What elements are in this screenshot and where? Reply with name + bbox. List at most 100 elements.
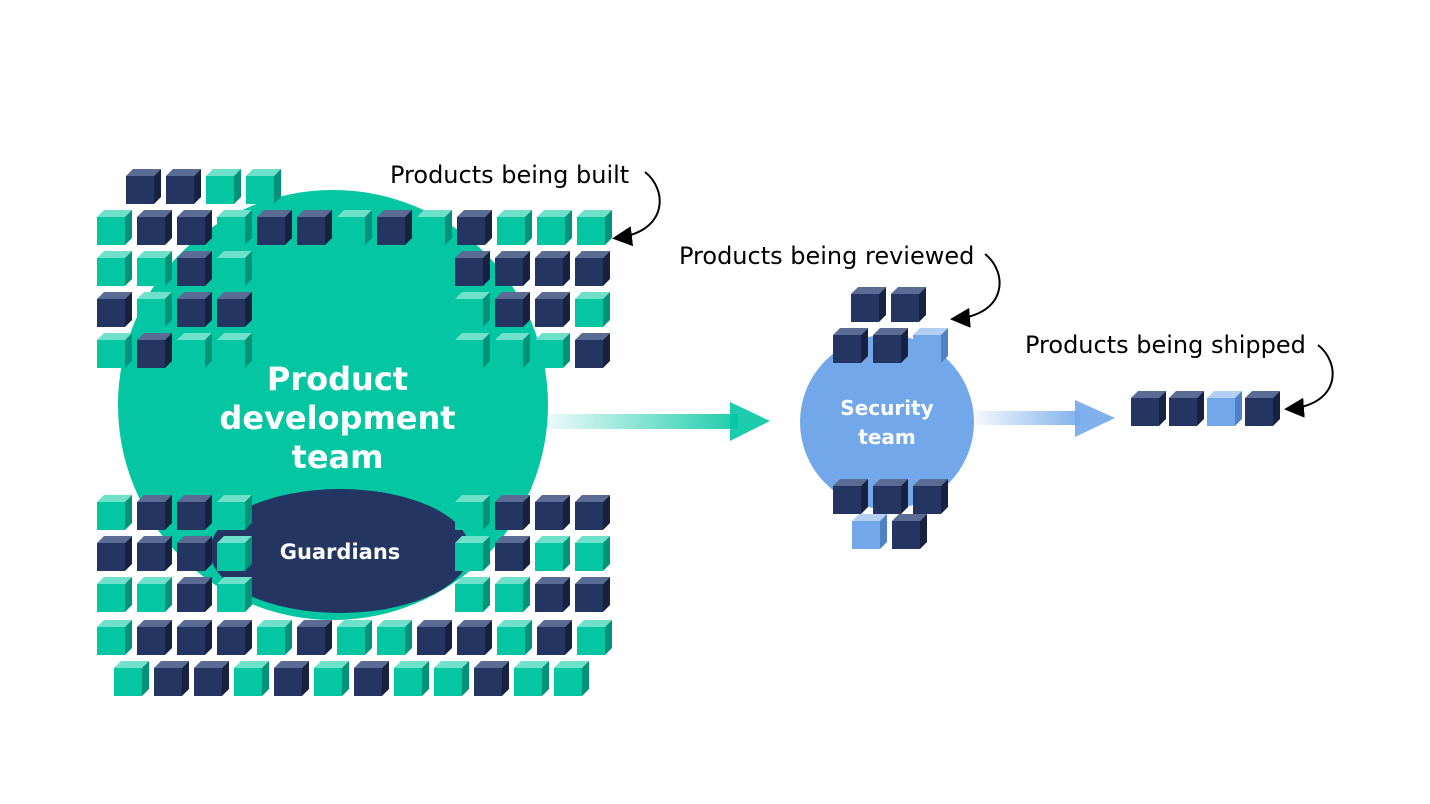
curved-arrow-icon xyxy=(1284,344,1334,418)
curved-arrow-icon xyxy=(950,253,1001,328)
cube-icon xyxy=(495,536,530,571)
cube-icon xyxy=(873,328,908,363)
cube-icon xyxy=(434,661,469,696)
cube-icon xyxy=(97,292,132,327)
cube-icon xyxy=(137,333,172,368)
cube-icon xyxy=(495,292,530,327)
cube-icon xyxy=(833,479,868,514)
cube-icon xyxy=(537,210,572,245)
guardians-label: Guardians xyxy=(279,540,401,564)
cube-icon xyxy=(137,210,172,245)
label-products-being-built: Products being built xyxy=(390,161,630,189)
cube-icon xyxy=(394,661,429,696)
cube-icon xyxy=(455,536,490,571)
cube-icon xyxy=(495,251,530,286)
cube-icon xyxy=(217,495,252,530)
cube-icon xyxy=(137,577,172,612)
cube-icon xyxy=(913,328,948,363)
cube-icon xyxy=(497,620,532,655)
cube-icon xyxy=(114,661,149,696)
cube-icon xyxy=(1207,391,1242,426)
cube-icon xyxy=(457,620,492,655)
cube-icon xyxy=(177,577,212,612)
cube-icon xyxy=(537,620,572,655)
cube-icon xyxy=(1245,391,1280,426)
cube-icon xyxy=(575,292,610,327)
cube-icon xyxy=(97,333,132,368)
cube-icon xyxy=(137,620,172,655)
cube-icon xyxy=(137,536,172,571)
cube-icon xyxy=(514,661,549,696)
cube-icon xyxy=(455,495,490,530)
cube-icon xyxy=(535,251,570,286)
cube-icon xyxy=(495,333,530,368)
label-products-being-shipped: Products being shipped xyxy=(1025,331,1306,359)
cube-icon xyxy=(177,292,212,327)
cube-icon xyxy=(274,661,309,696)
flow-arrow-icon xyxy=(548,402,770,441)
cube-icon xyxy=(577,620,612,655)
cube-icon xyxy=(577,210,612,245)
cube-icon xyxy=(1131,391,1166,426)
cube-icon xyxy=(554,661,589,696)
cube-icon xyxy=(873,479,908,514)
cube-icon xyxy=(97,577,132,612)
cube-icon xyxy=(892,514,927,549)
cube-icon xyxy=(217,210,252,245)
cube-icon xyxy=(354,661,389,696)
cube-icon xyxy=(891,287,926,322)
cube-icon xyxy=(217,292,252,327)
cube-icon xyxy=(535,333,570,368)
cube-icon xyxy=(177,251,212,286)
cube-icon xyxy=(377,620,412,655)
cube-icon xyxy=(297,210,332,245)
curved-arrow-icon xyxy=(612,171,661,247)
security-team-label: Security team xyxy=(840,396,934,449)
product-development-team-label: Product development team xyxy=(219,360,456,476)
cube-icon xyxy=(833,328,868,363)
cube-icon xyxy=(234,661,269,696)
cube-icon xyxy=(206,169,241,204)
cube-icon xyxy=(852,514,887,549)
cube-icon xyxy=(97,251,132,286)
cube-icon xyxy=(166,169,201,204)
cube-icon xyxy=(154,661,189,696)
cube-icon xyxy=(97,210,132,245)
cube-icon xyxy=(337,620,372,655)
cube-icon xyxy=(217,536,252,571)
guardians-ellipse xyxy=(210,489,470,613)
cube-icon xyxy=(297,620,332,655)
cube-icon xyxy=(177,333,212,368)
cube-icon xyxy=(417,620,452,655)
cube-icon xyxy=(575,495,610,530)
cube-icon xyxy=(474,661,509,696)
cube-icon xyxy=(217,620,252,655)
cube-icon xyxy=(257,210,292,245)
cube-icon xyxy=(97,495,132,530)
cube-icon xyxy=(177,620,212,655)
cube-icon xyxy=(177,495,212,530)
cube-icon xyxy=(257,620,292,655)
cube-icon xyxy=(455,292,490,327)
cube-icon xyxy=(417,210,452,245)
cube-icon xyxy=(137,251,172,286)
cube-icon xyxy=(535,536,570,571)
cube-icon xyxy=(377,210,412,245)
cube-icon xyxy=(455,577,490,612)
cube-icon xyxy=(575,333,610,368)
cube-group xyxy=(97,169,1280,696)
cube-icon xyxy=(194,661,229,696)
cube-icon xyxy=(497,210,532,245)
security-team-circle xyxy=(800,335,974,509)
cube-icon xyxy=(913,479,948,514)
cube-icon xyxy=(137,495,172,530)
cube-icon xyxy=(495,577,530,612)
cube-icon xyxy=(575,536,610,571)
cube-icon xyxy=(337,210,372,245)
cube-icon xyxy=(457,210,492,245)
cube-icon xyxy=(314,661,349,696)
flow-arrow-icon xyxy=(975,400,1115,437)
cube-icon xyxy=(575,577,610,612)
cube-icon xyxy=(535,292,570,327)
